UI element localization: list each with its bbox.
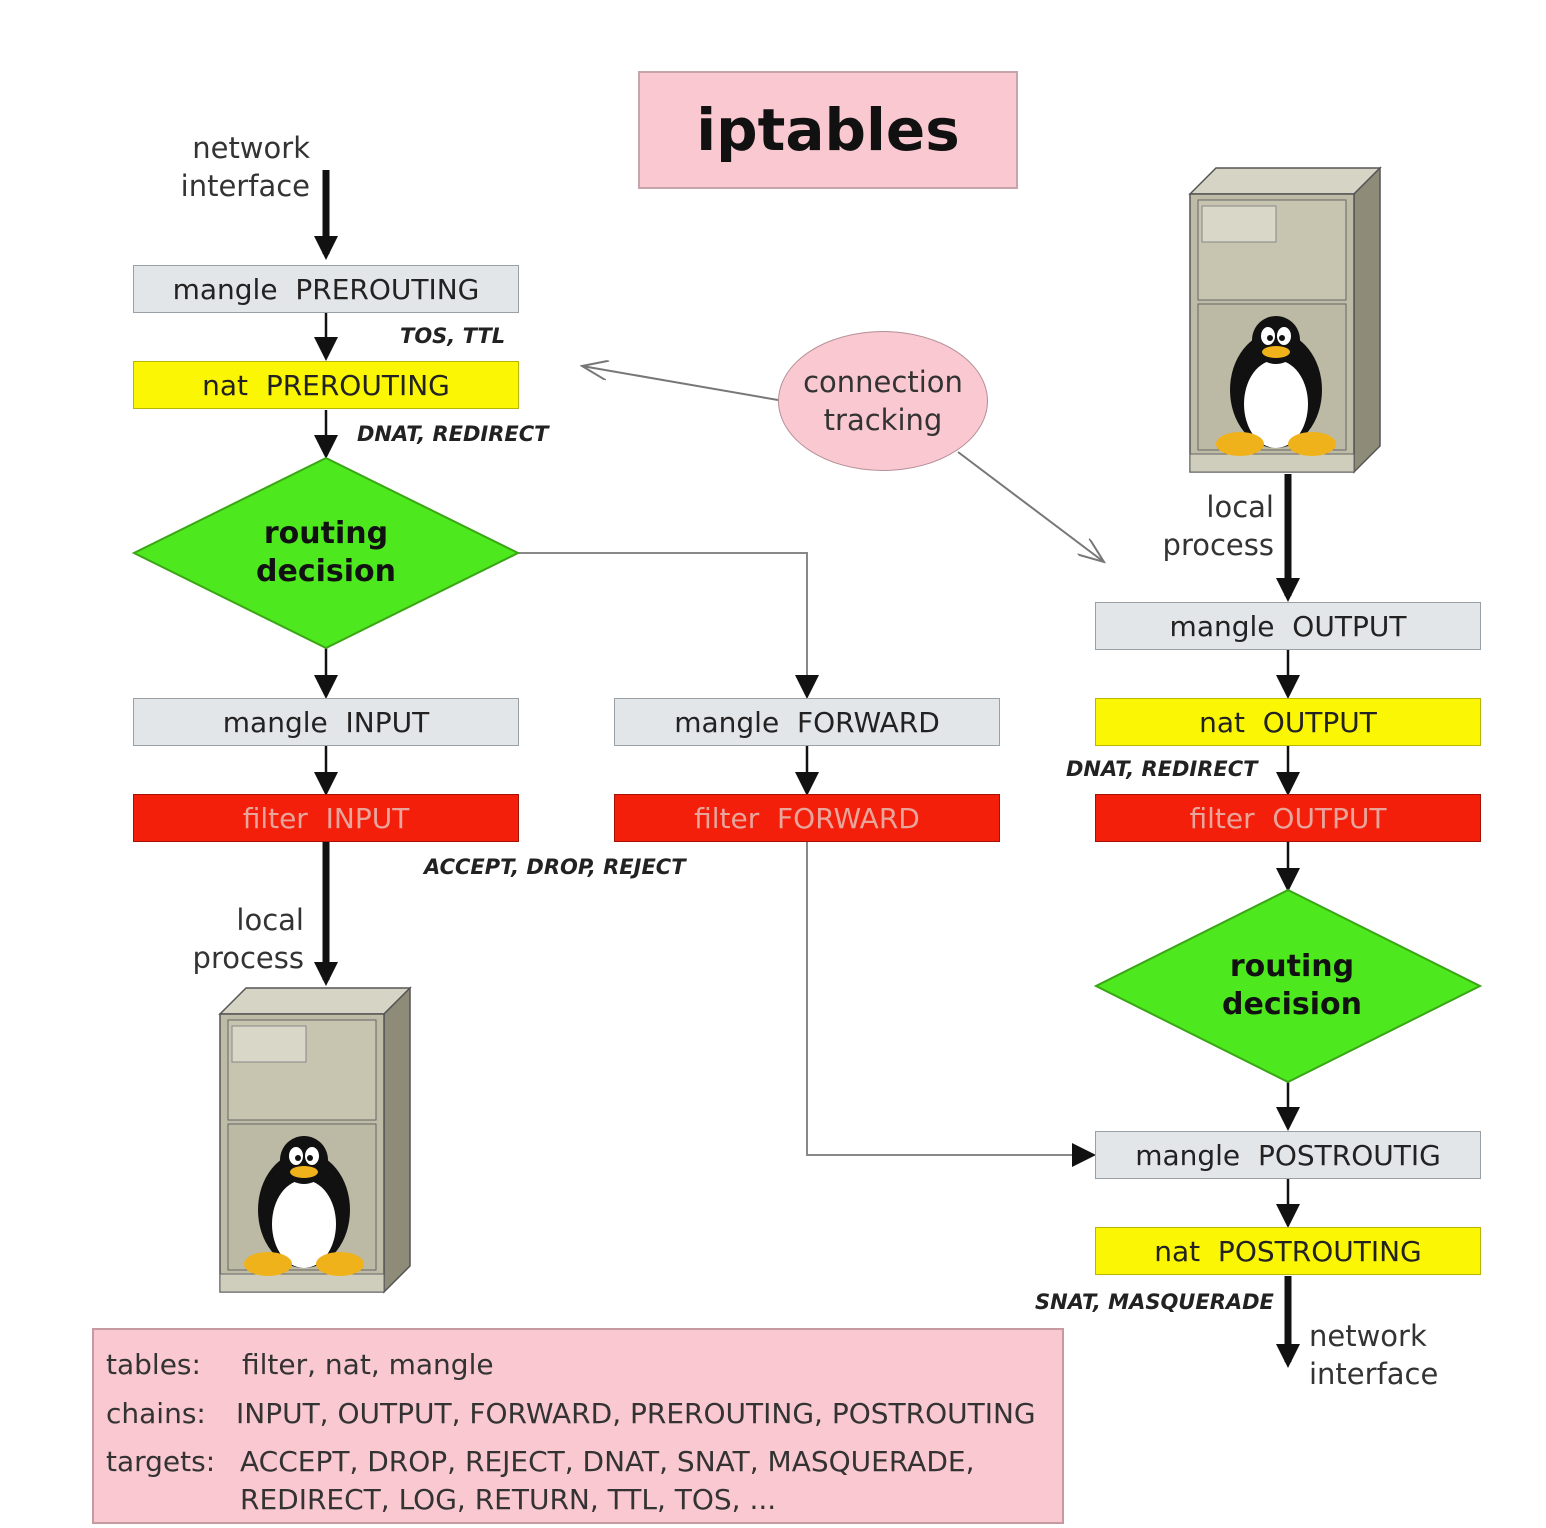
routing-decision-diamond-output bbox=[1093, 888, 1483, 1084]
dnat-redirect-targets-pre: DNAT, REDIRECT bbox=[357, 422, 549, 446]
legend-targets-key: targets: bbox=[106, 1445, 216, 1478]
legend-chains-row: chains: bbox=[106, 1397, 206, 1430]
edge-conntrack-to-output bbox=[957, 451, 1104, 562]
interface-label-line2: interface bbox=[180, 169, 310, 203]
dnat-redirect-targets-out: DNAT, REDIRECT bbox=[1066, 757, 1258, 781]
legend-tables-key: tables: bbox=[106, 1348, 201, 1381]
mangle-forward-box[interactable]: mangle FORWARD bbox=[614, 698, 1000, 746]
decision-word: decision bbox=[256, 554, 396, 589]
process-label-line2-out: process bbox=[1162, 528, 1274, 562]
connection-word: connection bbox=[803, 365, 963, 399]
routing-word: routing bbox=[263, 516, 389, 551]
edge-routing-to-mangle-forward bbox=[518, 552, 819, 699]
nat-prerouting-box[interactable]: nat PREROUTING bbox=[133, 361, 519, 409]
legend-chains-value: INPUT, OUTPUT, FORWARD, PREROUTING, POST… bbox=[236, 1397, 1036, 1430]
filter-output-box[interactable]: filter OUTPUT bbox=[1095, 794, 1481, 842]
mangle-prerouting-box[interactable]: mangle PREROUTING bbox=[133, 265, 519, 313]
mangle-postrouting-box[interactable]: mangle POSTROUTIG bbox=[1095, 1131, 1481, 1179]
network-interface-label-out: network interface bbox=[1309, 1317, 1438, 1393]
decision-word-out: decision bbox=[1222, 987, 1362, 1022]
legend-targets-row: targets: bbox=[106, 1445, 215, 1478]
mangle-output-box[interactable]: mangle OUTPUT bbox=[1095, 602, 1481, 650]
legend-tables-value: filter, nat, mangle bbox=[242, 1348, 494, 1381]
server-icon-input bbox=[218, 986, 412, 1294]
mangle-input-box[interactable]: mangle INPUT bbox=[133, 698, 519, 746]
legend-targets-value-line2: REDIRECT, LOG, RETURN, TTL, TOS, ... bbox=[240, 1483, 777, 1516]
accept-drop-reject-targets: ACCEPT, DROP, REJECT bbox=[424, 855, 686, 879]
legend-box: tables: filter, nat, mangle chains: INPU… bbox=[92, 1328, 1064, 1524]
interface-label-line2-out: interface bbox=[1309, 1357, 1439, 1391]
network-label-line1: network bbox=[192, 131, 310, 165]
tracking-word: tracking bbox=[823, 403, 943, 437]
routing-decision-label-output[interactable]: routing decision bbox=[1172, 948, 1412, 1024]
filter-forward-box[interactable]: filter FORWARD bbox=[614, 794, 1000, 842]
edge-conntrack-to-prerouting bbox=[582, 366, 779, 401]
routing-decision-diamond-input bbox=[131, 456, 521, 650]
local-process-label-out: local process bbox=[1120, 488, 1274, 564]
tos-ttl-targets: TOS, TTL bbox=[400, 324, 506, 348]
network-interface-label-in: network interface bbox=[150, 129, 310, 205]
local-process-label-in: local process bbox=[150, 901, 304, 977]
page-title: iptables bbox=[638, 71, 1018, 189]
edge-filter-fwd-to-mangle-post bbox=[806, 842, 1096, 1167]
server-icon-output bbox=[1188, 166, 1382, 474]
filter-input-box[interactable]: filter INPUT bbox=[133, 794, 519, 842]
legend-chains-key: chains: bbox=[106, 1397, 206, 1430]
network-label-line1-out: network bbox=[1309, 1319, 1427, 1353]
local-label-line1: local bbox=[236, 903, 304, 937]
tux-penguin-icon bbox=[244, 1136, 364, 1276]
legend-targets-value-line1: ACCEPT, DROP, REJECT, DNAT, SNAT, MASQUE… bbox=[240, 1445, 975, 1478]
routing-decision-label-input[interactable]: routing decision bbox=[206, 515, 446, 591]
routing-word-out: routing bbox=[1229, 949, 1355, 984]
tux-penguin-icon bbox=[1216, 316, 1336, 456]
local-label-line1-out: local bbox=[1206, 490, 1274, 524]
connection-tracking-ellipse[interactable]: connection tracking bbox=[778, 331, 988, 471]
process-label-line2: process bbox=[192, 941, 304, 975]
snat-masquerade-targets: SNAT, MASQUERADE bbox=[1035, 1290, 1274, 1314]
nat-postrouting-box[interactable]: nat POSTROUTING bbox=[1095, 1227, 1481, 1275]
legend-tables-row: tables: bbox=[106, 1348, 201, 1381]
nat-output-box[interactable]: nat OUTPUT bbox=[1095, 698, 1481, 746]
